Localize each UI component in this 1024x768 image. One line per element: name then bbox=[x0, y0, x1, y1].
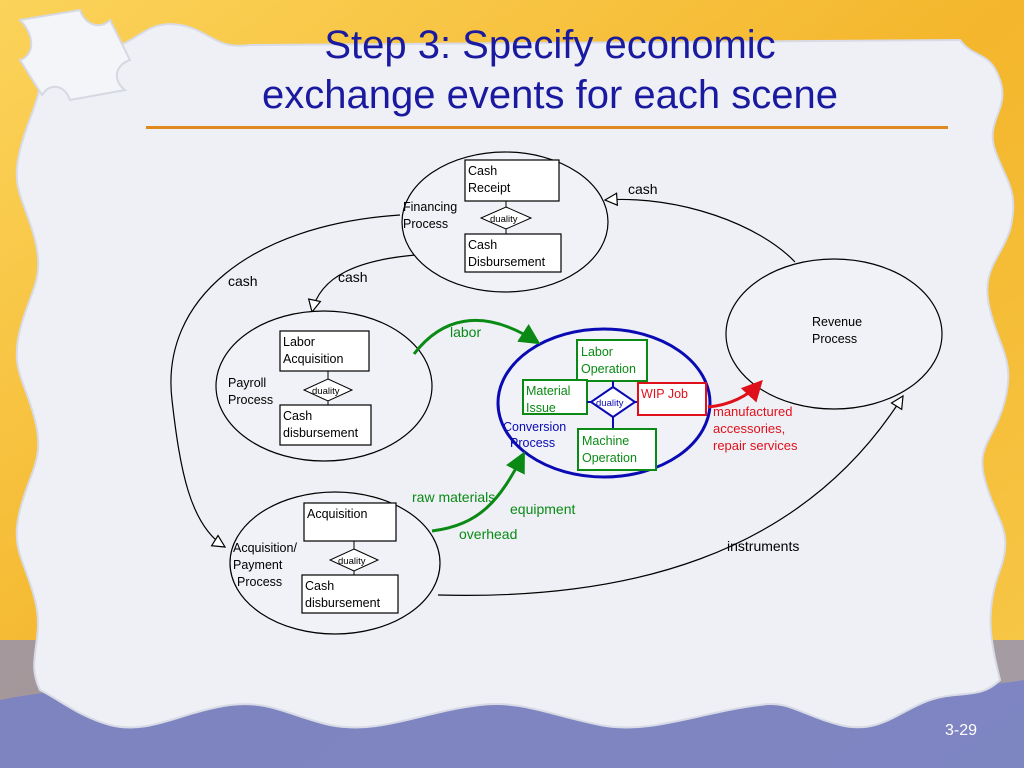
page-number: 3-29 bbox=[945, 722, 978, 739]
manufactured-label-3: repair services bbox=[713, 438, 798, 453]
payroll-process-label-1: Payroll bbox=[228, 376, 266, 390]
labor-acquisition-label-1: Labor bbox=[283, 335, 315, 349]
title-line-2: exchange events for each scene bbox=[262, 73, 838, 117]
conversion-process-label-2: Process bbox=[510, 436, 555, 450]
title-underline bbox=[146, 126, 948, 129]
acquisition-duality-label: duality bbox=[338, 556, 366, 567]
acquisition-process-label-3: Process bbox=[237, 575, 282, 589]
conversion-duality-label: duality bbox=[596, 398, 624, 409]
labor-operation-label-1: Labor bbox=[581, 345, 613, 359]
payroll-process-label-2: Process bbox=[228, 393, 273, 407]
manufactured-flow-arrow bbox=[707, 379, 763, 409]
cash-disbursement-label-2: Disbursement bbox=[468, 255, 546, 269]
small-puzzle-piece bbox=[17, 8, 132, 102]
machine-operation-label-2: Operation bbox=[582, 451, 637, 465]
cash-flow-financing-to-payroll bbox=[312, 254, 416, 312]
machine-operation-label-1: Machine bbox=[582, 434, 629, 448]
cash-disbursement-box bbox=[464, 233, 562, 273]
labor-operation-box bbox=[576, 339, 648, 382]
labor-flow-arrow bbox=[412, 319, 541, 355]
acquisition-cash-disbursement-label-2: disbursement bbox=[305, 596, 381, 610]
cash-flow-revenue-to-financing bbox=[605, 199, 796, 263]
labor-acquisition-label-2: Acquisition bbox=[283, 352, 343, 366]
raw-materials-flow-arrow bbox=[431, 451, 525, 533]
overhead-label: overhead bbox=[459, 526, 517, 542]
financing-duality-label: duality bbox=[490, 214, 518, 225]
acquisition-box bbox=[303, 502, 397, 542]
material-issue-label-2: Issue bbox=[526, 401, 556, 415]
revenue-process-label-2: Process bbox=[812, 332, 857, 346]
payroll-cash-disbursement-label-1: Cash bbox=[283, 409, 312, 423]
title-line-1: Step 3: Specify economic bbox=[324, 23, 776, 67]
cash-receipt-label-2: Receipt bbox=[468, 181, 511, 195]
instruments-label: instruments bbox=[727, 538, 799, 554]
acquisition-label: Acquisition bbox=[307, 507, 367, 521]
material-issue-box bbox=[522, 379, 588, 415]
cash-receipt-box bbox=[464, 159, 560, 202]
labor-label: labor bbox=[450, 324, 481, 340]
payroll-cash-disbursement-label-2: disbursement bbox=[283, 426, 359, 440]
wip-job-box bbox=[637, 382, 707, 416]
labor-acquisition-box bbox=[279, 330, 370, 372]
payroll-duality-label: duality bbox=[312, 386, 340, 397]
acquisition-process-label-2: Payment bbox=[233, 558, 283, 572]
equipment-label: equipment bbox=[510, 501, 575, 517]
labor-operation-label-2: Operation bbox=[581, 362, 636, 376]
manufactured-label-1: manufactured bbox=[713, 404, 793, 419]
cash-label-left: cash bbox=[228, 273, 258, 289]
cash-label-mid: cash bbox=[338, 269, 368, 285]
cash-receipt-label-1: Cash bbox=[468, 164, 497, 178]
slide-title: Step 3: Specify economic exchange events… bbox=[150, 20, 950, 120]
acquisition-process-label-1: Acquisition/ bbox=[233, 541, 297, 555]
payroll-cash-disbursement-box bbox=[279, 404, 372, 446]
financing-process-label-2: Process bbox=[403, 217, 448, 231]
cash-label-top: cash bbox=[628, 181, 658, 197]
material-issue-label-1: Material bbox=[526, 384, 570, 398]
manufactured-label-2: accessories, bbox=[713, 421, 785, 436]
revenue-process-ellipse bbox=[725, 258, 943, 410]
machine-operation-box bbox=[577, 428, 657, 471]
conversion-process-label-1: Conversion bbox=[503, 420, 566, 434]
acquisition-cash-disbursement-box bbox=[301, 574, 399, 614]
cash-disbursement-label-1: Cash bbox=[468, 238, 497, 252]
revenue-process-label-1: Revenue bbox=[812, 315, 862, 329]
wip-job-label: WIP Job bbox=[641, 387, 688, 401]
instruments-flow bbox=[437, 396, 903, 596]
acquisition-cash-disbursement-label-1: Cash bbox=[305, 579, 334, 593]
cash-flow-financing-to-acquisition bbox=[170, 214, 401, 547]
financing-process-label-1: Financing bbox=[403, 200, 457, 214]
raw-materials-label: raw materials bbox=[412, 489, 495, 505]
